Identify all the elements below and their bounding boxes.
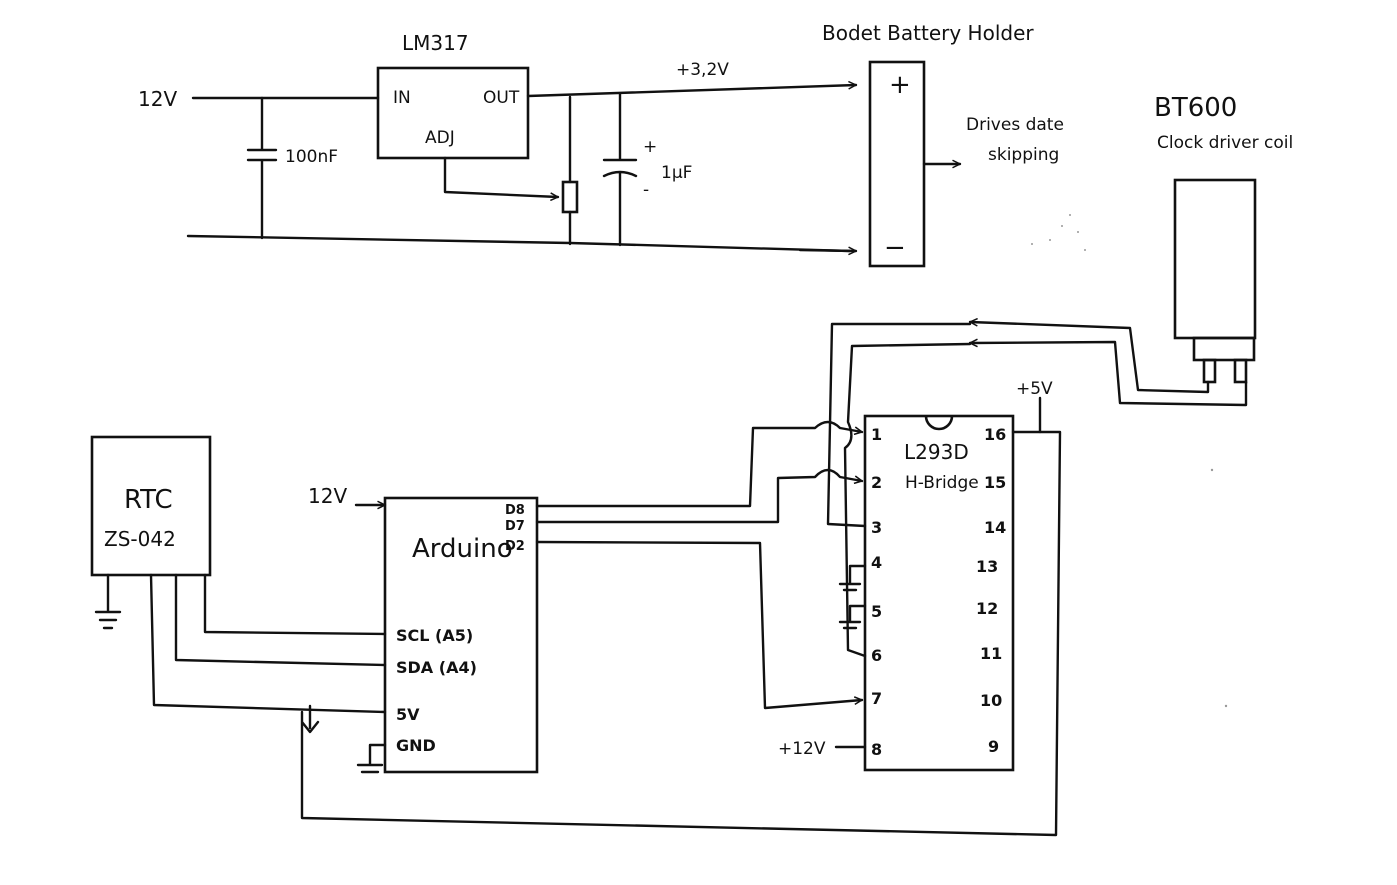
hb-pin-10: 10 [980,691,1002,710]
hbridge-box [863,414,1015,772]
battery-note-line1: Drives date [966,115,1064,135]
hb-pin-15: 15 [984,473,1006,492]
cap-minus: - [643,180,649,200]
arduino-supply-label: 12V [308,484,347,508]
regulator-out-pin: OUT [483,88,520,108]
arduino-ground [356,743,387,774]
arduino-name: Arduino [412,534,513,564]
hbridge-name: L293D [904,440,969,464]
rtc-module: RTC ZS-042 [90,435,387,714]
regulator-name: LM317 [402,31,469,55]
hb-pin-2: 2 [871,473,882,492]
adjust-trimmer [561,180,579,214]
hb-pin-6: 6 [871,646,882,665]
hb-pin-11: 11 [980,644,1002,663]
hbridge-notch [924,415,954,431]
hbridge-ic: L293D H-Bridge 1 2 3 4 5 6 7 8 16 15 14 … [535,322,1053,772]
d2-wire [535,540,864,710]
lm317-regulator [376,66,530,160]
coil-pin6-wire [843,342,972,658]
battery-plus: + [889,70,911,100]
output-voltage-label: +3,2V [676,60,729,80]
arduino-box [383,496,539,774]
arduino-pin-d8: D8 [505,503,525,518]
cap-plus: + [643,137,657,157]
hbridge-ground-4 [838,564,867,592]
coil-terminal-2 [1233,358,1248,384]
input-ground-wire [186,234,852,253]
hbridge-vcc-label: +5V [1016,379,1053,399]
hb-pin-4: 4 [871,553,882,572]
output-cap-wire [602,92,638,247]
hb-pin-1: 1 [871,425,882,444]
output-positive-wire [526,85,858,98]
rtc-model: ZS-042 [104,527,176,551]
hb-pin-13: 13 [976,557,998,576]
arduino-pin-d7: D7 [505,519,525,534]
rtc-ground [94,573,122,630]
rtc-5v-wire [149,573,387,714]
hb-pin-8: 8 [871,740,882,759]
battery-holder-title: Bodet Battery Holder [822,21,1034,45]
battery-minus: − [884,233,906,263]
coil-title: BT600 [1154,93,1237,123]
battery-note-line2: skipping [988,145,1059,165]
regulator-adj-pin: ADJ [425,128,455,148]
five-volt-loop-wire [300,430,1062,837]
hb-pin-12: 12 [976,599,998,618]
arduino-pin-5v: 5V [396,705,420,724]
hb-pin-16: 16 [984,425,1006,444]
d7-wire [535,468,862,524]
regulator-in-pin: IN [393,88,411,108]
hbridge-ground-5 [838,604,867,630]
output-ground-arrow [798,250,858,251]
battery-holder: Bodet Battery Holder + − Drives date ski… [822,21,1064,268]
rtc-name: RTC [124,485,173,515]
output-cap-label: 1μF [661,163,692,183]
hbridge-vs-label: +12V [778,739,826,759]
coil-body [1173,178,1257,340]
input-cap-label: 100nF [285,147,338,167]
coil-terminal-block [1192,336,1256,362]
rtc-scl-wire [203,573,387,636]
hb-pin-5: 5 [871,602,882,621]
coil-subtitle: Clock driver coil [1157,133,1293,153]
arduino-pin-gnd: GND [396,736,436,755]
hbridge-subtitle: H-Bridge [905,473,979,493]
rtc-sda-wire [174,573,387,667]
d8-wire [535,420,862,508]
pencil-specks [1031,214,1228,708]
input-cap-wire [246,96,278,240]
coil-wire-1 [968,322,1210,394]
hb-pin-7: 7 [871,689,882,708]
arduino-pin-sda: SDA (A4) [396,658,477,677]
arduino-pin-scl: SCL (A5) [396,626,473,645]
power-supply-section: 12V 100nF LM317 IN OUT ADJ + 1μF - +3,2V [138,31,858,253]
hb-pin-9: 9 [988,737,999,756]
hb-pin-14: 14 [984,518,1006,537]
coil-wire-2 [968,342,1248,407]
coil-terminal-1 [1202,358,1217,384]
adj-wire [443,156,560,197]
coil-section: BT600 Clock driver coil [968,93,1293,407]
input-voltage-label: 12V [138,87,177,111]
arduino-board: Arduino 12V D8 D7 D2 SCL (A5) SDA (A4) 5… [300,430,1062,837]
hb-pin-3: 3 [871,518,882,537]
arduino-pin-d2: D2 [505,539,525,554]
